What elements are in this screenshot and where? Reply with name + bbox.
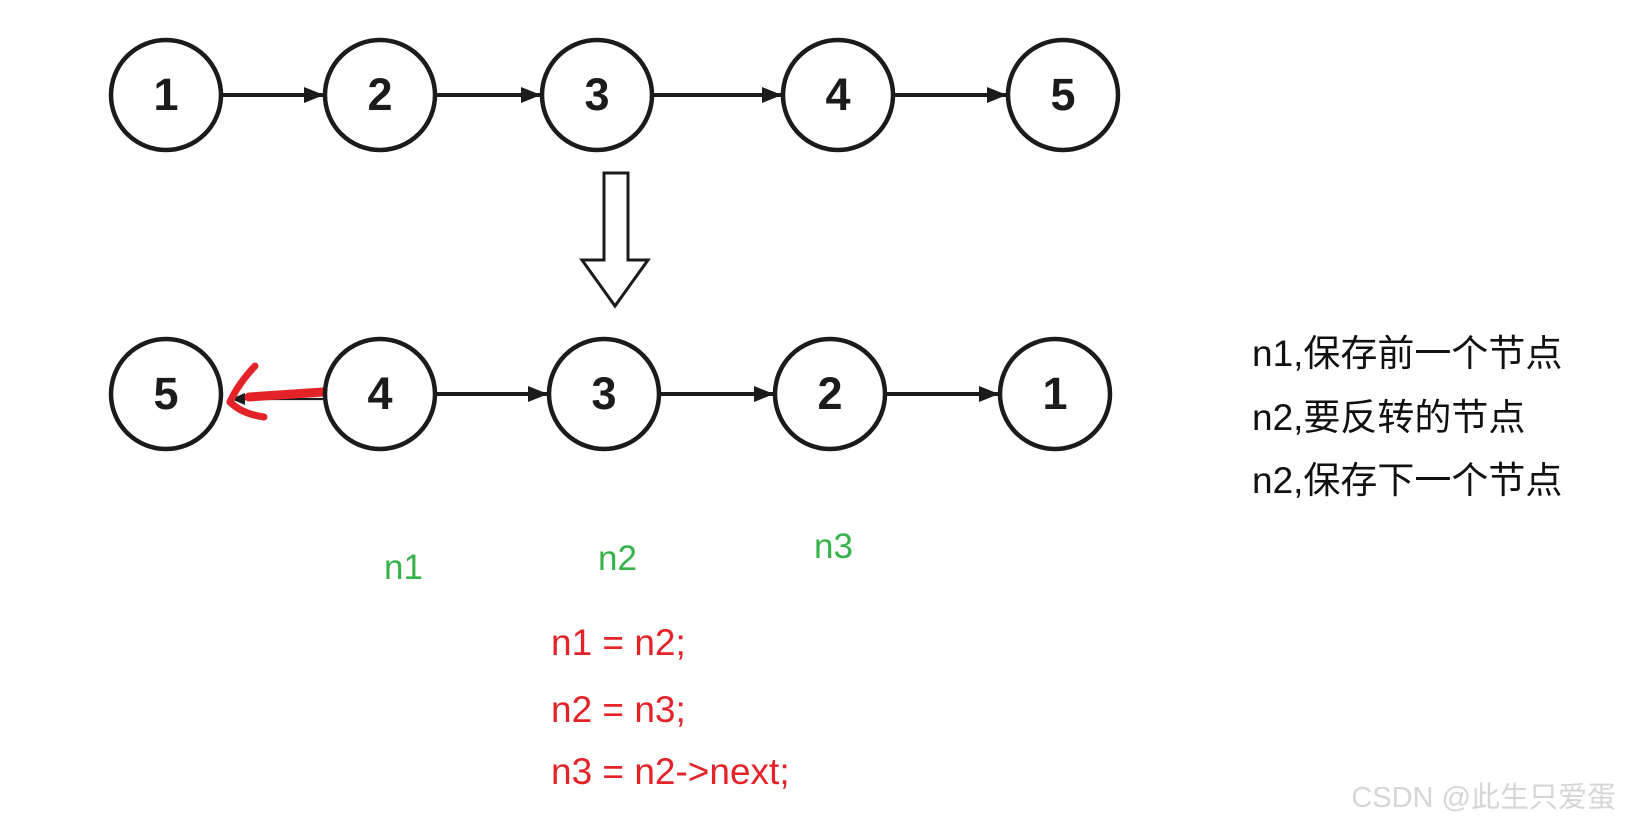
pointer-label-n2: n2: [598, 539, 637, 578]
top-node-value: 4: [825, 69, 851, 120]
code-line-2: n2 = n3;: [551, 689, 686, 730]
pointer-label-n3: n3: [814, 527, 853, 566]
bottom-node-circle: [108, 336, 224, 452]
top-node-circle: [1005, 37, 1121, 153]
bottom-node-value: 1: [1042, 368, 1068, 419]
red-reverse-arrow: [226, 362, 343, 421]
bottom-node-value: 4: [367, 368, 393, 419]
down-arrow-icon: [579, 171, 651, 309]
csdn-watermark: CSDN @此生只爱蛋: [1351, 782, 1616, 814]
bottom-node-circle: [322, 336, 438, 452]
bottom-node-value: 3: [591, 368, 617, 419]
bottom-node-circle: [546, 336, 662, 452]
note-line-2: n2,要反转的节点: [1252, 397, 1526, 438]
top-node-value: 3: [584, 69, 610, 120]
note-line-1: n1,保存前一个节点: [1252, 333, 1563, 374]
pointer-label-n1: n1: [384, 548, 423, 587]
note-line-3: n2,保存下一个节点: [1252, 460, 1563, 501]
top-node-value: 5: [1050, 69, 1076, 120]
top-node-circle: [108, 37, 224, 153]
top-node-circle: [780, 37, 896, 153]
bottom-node-value: 2: [817, 368, 843, 419]
bottom-node-circle: [772, 336, 888, 452]
top-node-value: 2: [367, 69, 393, 120]
top-node-value: 1: [153, 69, 179, 120]
bottom-node-value: 5: [153, 368, 179, 419]
top-node-circle: [539, 37, 655, 153]
top-node-circle: [322, 37, 438, 153]
code-line-3: n3 = n2->next;: [551, 751, 790, 792]
code-line-1: n1 = n2;: [551, 622, 686, 663]
bottom-node-circle: [997, 336, 1113, 452]
